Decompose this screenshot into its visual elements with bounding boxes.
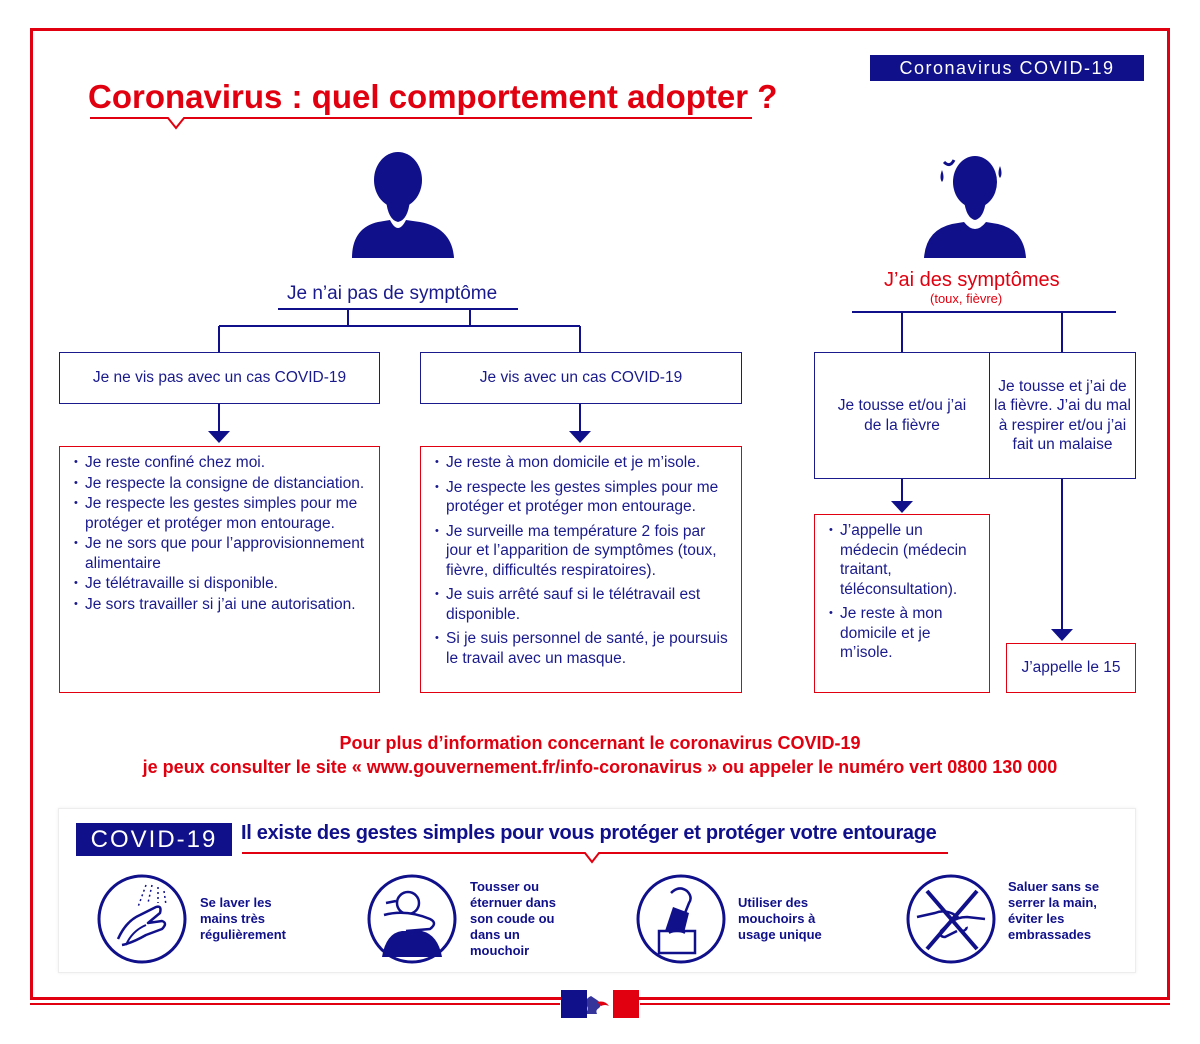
- no-symptom-title: Je n’ai pas de symptôme: [287, 283, 498, 304]
- list-item: Je respecte les gestes simples pour me p…: [74, 494, 369, 533]
- box-cough-fever-breathing: Je tousse et j’ai de la fièvre. J’ai du …: [989, 352, 1136, 479]
- tissue-icon: [636, 874, 726, 964]
- page-title: Coronavirus : quel comportement adopter …: [88, 78, 778, 115]
- box-not-living-with-case: Je ne vis pas avec un cas COVID-19: [59, 352, 380, 404]
- footer-line-left: [30, 1003, 560, 1005]
- action-label: J’appelle le 15: [1021, 659, 1121, 677]
- list-item: Je reste à mon domicile et je m’isole.: [435, 453, 731, 473]
- no-handshake-icon: [906, 874, 996, 964]
- action-call-15: J’appelle le 15: [1006, 643, 1136, 693]
- list-item: Je reste confiné chez moi.: [74, 453, 369, 473]
- flow-connectors: [208, 308, 1116, 641]
- gesture-label-tissue: Utiliser des mouchoirs à usage unique: [738, 895, 822, 942]
- box-label: Je vis avec un cas COVID-19: [479, 369, 683, 386]
- list-item: Je surveille ma température 2 fois par j…: [435, 522, 731, 581]
- gestures-speech-underline: [242, 852, 948, 864]
- list-item: Je respecte les gestes simples pour me p…: [435, 478, 731, 517]
- list-item: Je sors travailler si j’ai une autorisat…: [74, 595, 369, 615]
- box-label: Je tousse et j’ai de la fièvre. J’ai du …: [994, 377, 1131, 454]
- covid-header-badge: Coronavirus COVID-19: [870, 55, 1144, 81]
- hand-washing-icon: [97, 874, 187, 964]
- marianne-logo-icon: [561, 990, 639, 1018]
- actions-living-with-case: Je reste à mon domicile et je m’isole. J…: [420, 446, 742, 693]
- box-living-with-case: Je vis avec un cas COVID-19: [420, 352, 742, 404]
- gesture-label-wash: Se laver les mains très régulièrement: [200, 895, 286, 942]
- covid-badge: COVID-19: [76, 823, 232, 856]
- list-item: J’appelle un médecin (médecin traitant, …: [829, 521, 983, 599]
- gestures-panel: [58, 808, 1136, 973]
- box-cough-or-fever: Je tousse et/ou j’ai de la fièvre: [814, 352, 990, 479]
- info-line-1: Pour plus d’information concernant le co…: [339, 733, 861, 753]
- footer-line-right: [640, 1003, 1170, 1005]
- cough-elbow-icon: [367, 874, 457, 964]
- symptoms-title: J’ai des symptômes: [884, 269, 1060, 291]
- list-item: Je ne sors que pour l’approvisionnement …: [74, 534, 369, 573]
- box-label: Je ne vis pas avec un cas COVID-19: [92, 369, 347, 386]
- gesture-label-greeting: Saluer sans se serrer la main, éviter le…: [1008, 879, 1100, 942]
- gesture-label-cough: Tousser ou éternuer dans son coude ou da…: [470, 879, 556, 958]
- list-item: Je suis arrêté sauf si le télétravail es…: [435, 585, 731, 624]
- person-no-symptom-icon: [352, 152, 454, 258]
- actions-not-living-with-case: Je reste confiné chez moi. Je respecte l…: [59, 446, 380, 693]
- list-item: Je reste à mon domicile et je m’isole.: [829, 604, 983, 663]
- symptoms-subtitle: (toux, fièvre): [930, 291, 1003, 306]
- list-item: Si je suis personnel de santé, je poursu…: [435, 629, 731, 668]
- list-item: Je respecte la consigne de distanciation…: [74, 474, 369, 494]
- actions-cough-or-fever: J’appelle un médecin (médecin traitant, …: [814, 514, 990, 693]
- person-symptoms-icon: [924, 156, 1026, 258]
- gestures-title: Il existe des gestes simples pour vous p…: [241, 822, 937, 844]
- title-speech-underline: [90, 117, 752, 130]
- info-line-2: je peux consulter le site « www.gouverne…: [142, 757, 1058, 777]
- list-item: Je télétravaille si disponible.: [74, 574, 369, 594]
- box-label: Je tousse et/ou j’ai de la fièvre: [837, 396, 967, 434]
